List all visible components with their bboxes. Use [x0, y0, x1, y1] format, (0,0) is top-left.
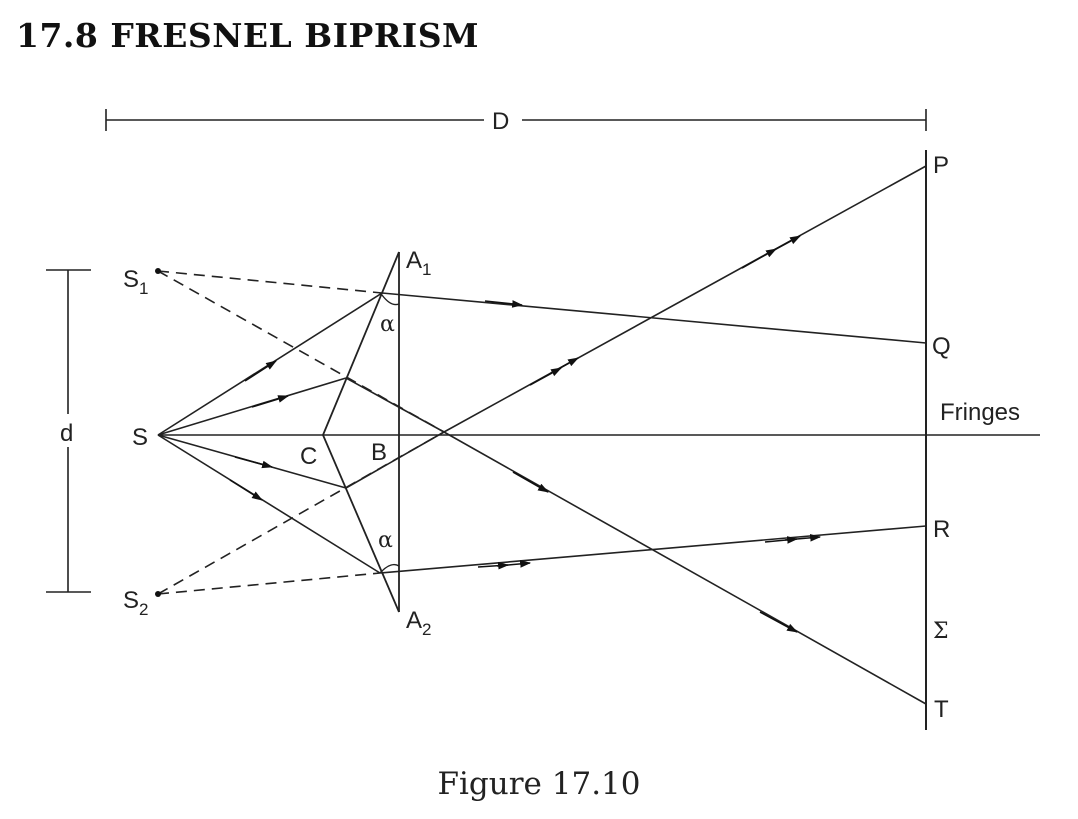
label-A1: A1 — [406, 247, 431, 279]
label-A2: A2 — [406, 607, 431, 639]
biprism — [322, 251, 400, 613]
separation-d-dimension — [46, 269, 91, 593]
label-D: D — [492, 108, 509, 135]
section-heading: 17.8 FRESNEL BIPRISM — [16, 16, 480, 55]
label-T: T — [934, 696, 949, 723]
angle-arc-bottom — [379, 563, 400, 574]
source-S1-dot — [155, 268, 161, 274]
label-R: R — [933, 516, 950, 543]
label-S: S — [132, 424, 148, 451]
label-S2: S2 — [123, 587, 148, 619]
ray-arrows — [229, 235, 822, 633]
virtual-rays — [157, 270, 445, 595]
label-fringes: Fringes — [940, 399, 1020, 426]
label-alpha-bottom: α — [378, 528, 393, 553]
label-P: P — [933, 152, 949, 179]
source-S2-dot — [155, 591, 161, 597]
label-B: B — [371, 439, 387, 466]
label-C: C — [300, 443, 317, 470]
refracted-rays — [345, 165, 927, 705]
angle-arc-top — [381, 294, 400, 306]
label-Sigma: Σ — [933, 619, 949, 644]
label-S1: S1 — [123, 266, 148, 298]
label-alpha-top: α — [380, 312, 395, 337]
distance-D-dimension — [105, 109, 927, 131]
figure-caption: Figure 17.10 — [437, 766, 641, 802]
label-Q: Q — [932, 333, 951, 360]
label-d: d — [60, 420, 73, 447]
